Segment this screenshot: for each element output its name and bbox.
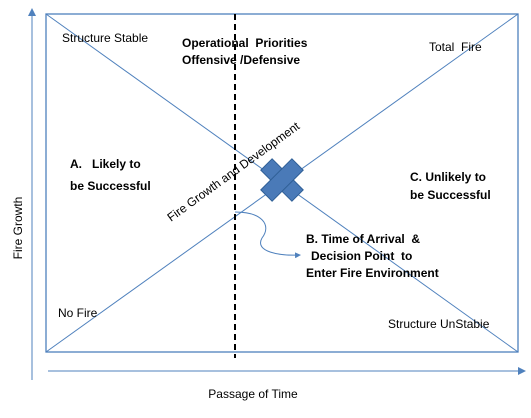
diagram-frame (45, 13, 519, 353)
label-region-a-line1: A. Likely to (70, 157, 141, 171)
label-region-b-line1: B. Time of Arrival & (306, 232, 420, 246)
y-axis-label: Fire Growth (11, 197, 25, 260)
label-region-c-line1: C. Unlikely to (410, 170, 486, 184)
label-region-b-line2: Decision Point to (311, 249, 412, 263)
label-region-a-line2: be Successful (70, 179, 151, 193)
label-total-fire: Total Fire (429, 40, 482, 54)
time-of-arrival-arrow (234, 211, 301, 259)
label-no-fire: No Fire (58, 306, 98, 320)
label-structure-unstable: Structure UnStabie (388, 317, 490, 331)
intersection-x-marker (260, 158, 304, 202)
label-priorities-line1: Operational Priorities (182, 36, 308, 50)
label-region-c-line2: be Successful (410, 188, 491, 202)
label-region-b-line3: Enter Fire Environment (306, 266, 439, 280)
x-axis-label: Passage of Time (208, 387, 298, 401)
label-structure-stable: Structure Stable (62, 31, 148, 45)
label-priorities-line2: Offensive /Defensive (182, 53, 300, 67)
